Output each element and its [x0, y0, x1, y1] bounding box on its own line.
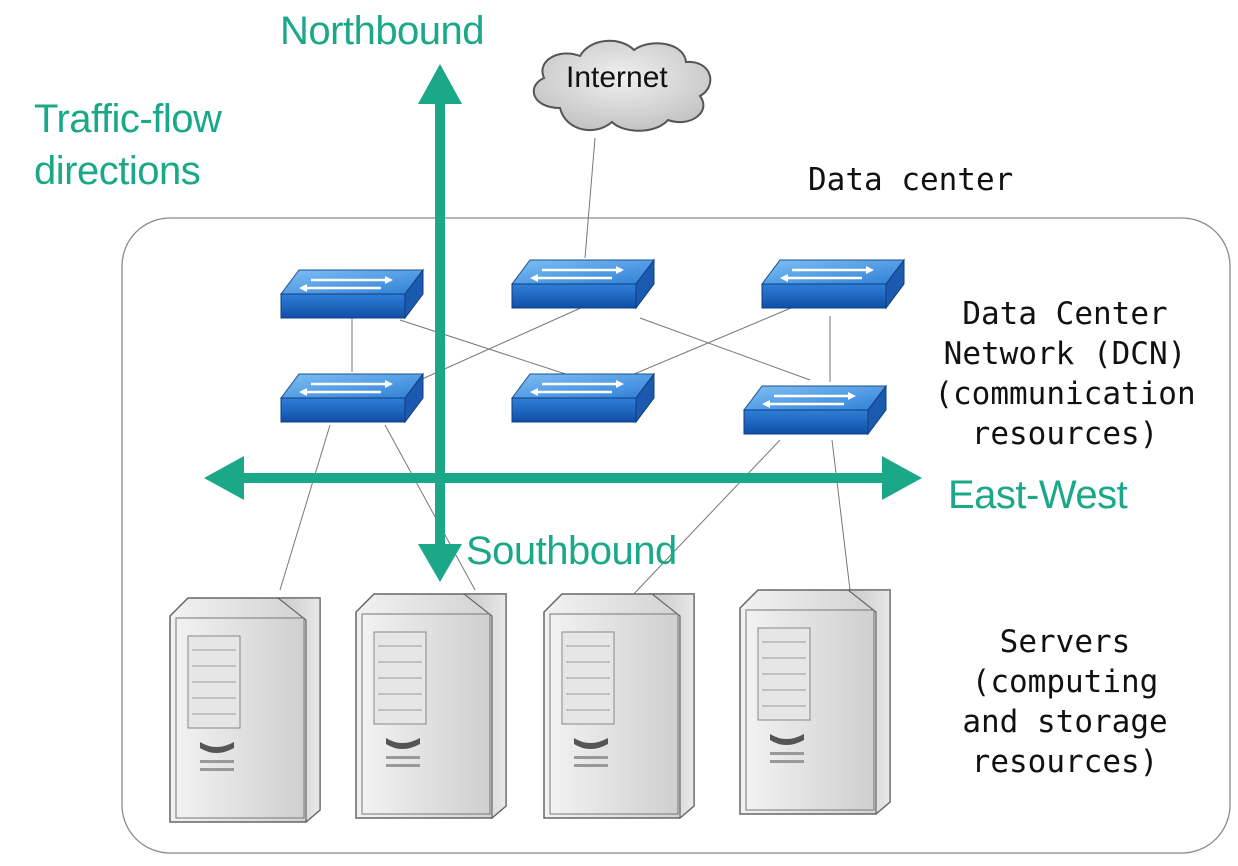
- server-icon: [355, 593, 507, 819]
- dcn-line: Data Center: [962, 296, 1168, 332]
- traffic-axes: [204, 64, 922, 582]
- network-links: [279, 137, 851, 599]
- northbound-arrow-icon: [418, 64, 462, 104]
- servers-line: resources): [971, 744, 1159, 780]
- internet-label: Internet: [566, 61, 668, 94]
- east-west-label: East-West: [948, 473, 1128, 517]
- dcn-description: Data Center Network (DCN) (communication…: [900, 294, 1230, 454]
- network-switch: [742, 384, 888, 436]
- network-switch: [279, 268, 425, 320]
- network-switch: [510, 372, 656, 424]
- west-arrow-icon: [204, 456, 244, 500]
- server-icon: [169, 597, 321, 823]
- network-switch: [510, 258, 656, 310]
- servers-line: and storage: [962, 704, 1168, 740]
- southbound-arrow-icon: [418, 544, 462, 582]
- east-arrow-icon: [882, 456, 922, 500]
- data-center-boundary: [121, 217, 1231, 854]
- traffic-flow-title-line1: Traffic-flow: [34, 97, 222, 141]
- servers-description: Servers (computing and storage resources…: [900, 622, 1230, 782]
- traffic-flow-title-line2: directions: [34, 149, 201, 193]
- network-switch: [279, 372, 425, 424]
- internet-cloud-icon: [532, 39, 712, 132]
- servers-line: (computing: [971, 664, 1159, 700]
- network-switch: [760, 258, 906, 310]
- southbound-label: Southbound: [466, 529, 677, 573]
- dcn-line: Network (DCN): [943, 336, 1187, 372]
- servers-line: Servers: [999, 624, 1131, 660]
- dcn-line: resources): [971, 416, 1159, 452]
- server-icon: [543, 593, 695, 819]
- northbound-label: Northbound: [280, 9, 485, 53]
- server-icon: [739, 589, 891, 815]
- dcn-line: (communication: [934, 376, 1196, 412]
- data-center-label: Data center: [808, 162, 1014, 198]
